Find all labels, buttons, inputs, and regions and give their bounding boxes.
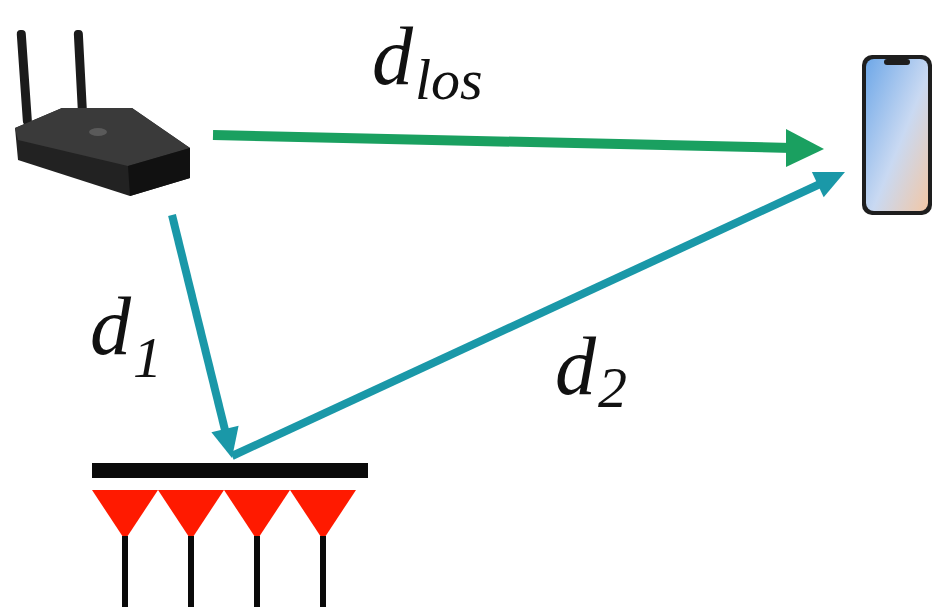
los-arrow [213,129,824,167]
distance-symbol: d [555,326,596,408]
distance-subscript: 2 [598,359,627,417]
incident-arrow [172,215,239,458]
reflected-arrow [232,172,845,456]
distance-subscript: los [415,51,483,109]
phone-icon [862,55,932,215]
distance-symbol: d [372,16,413,98]
router-icon [15,30,190,196]
surface-array [92,463,368,607]
distance-subscript: 1 [133,329,162,387]
distance-symbol: d [90,286,131,368]
